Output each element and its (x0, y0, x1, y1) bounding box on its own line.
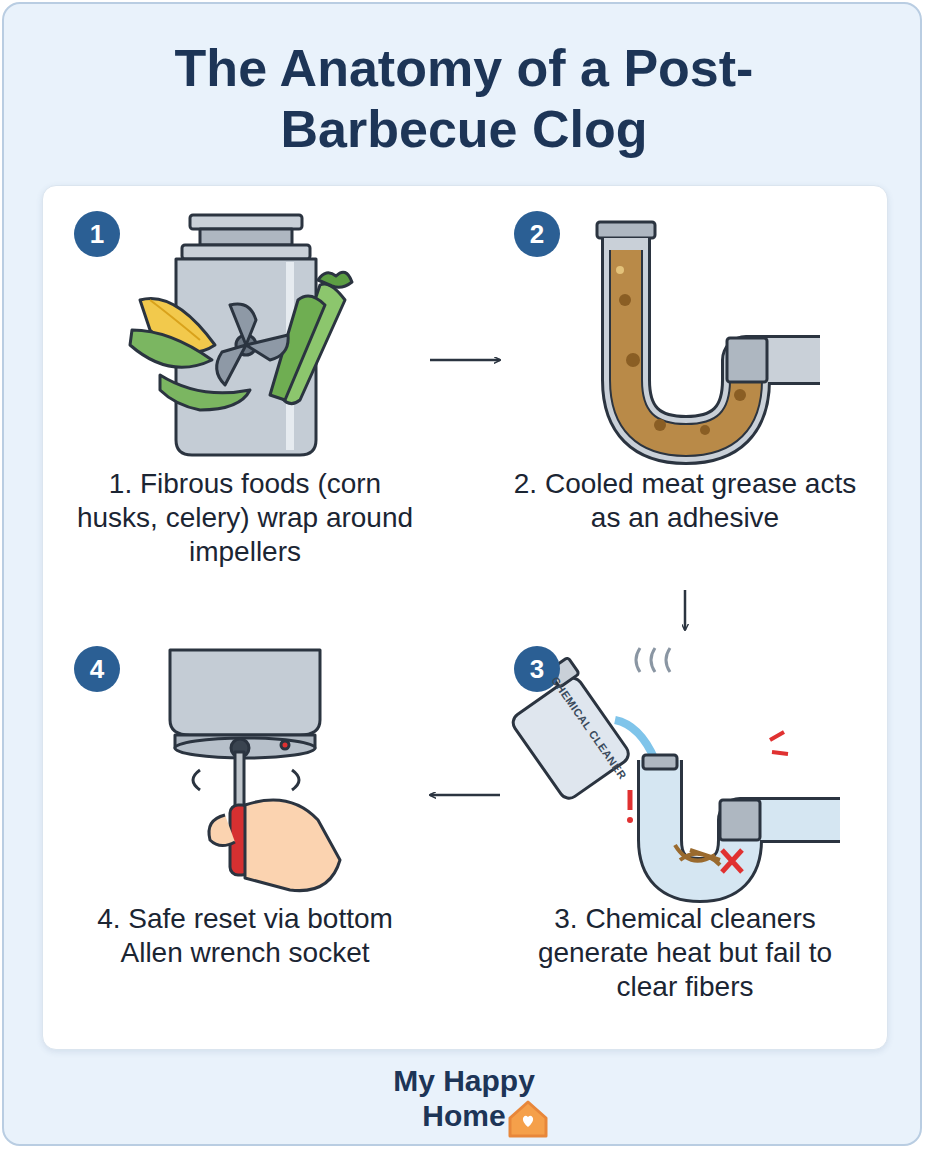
title: The Anatomy of a Post-Barbecue Clog (154, 38, 774, 161)
step-panel: 4. Safe reset via bottom Allen wrench so… (70, 640, 420, 1025)
step-caption: 2. Cooled meat grease acts as an adhesiv… (510, 467, 860, 535)
number-text: 3 (530, 654, 544, 685)
step-panel: 1. Fibrous foods (corn husks, celery) wr… (70, 205, 420, 580)
step-panel: 2. Cooled meat grease acts as an adhesiv… (510, 205, 860, 580)
step-caption: 1. Fibrous foods (corn husks, celery) wr… (70, 467, 420, 569)
callout-number: 2 (514, 211, 560, 257)
step-caption: 4. Safe reset via bottom Allen wrench so… (70, 902, 420, 970)
number-text: 1 (90, 219, 104, 250)
number-text: 2 (530, 219, 544, 250)
callout-number: 1 (74, 211, 120, 257)
flow-arrow (430, 794, 500, 797)
brand-caption: My Happy Home (384, 1064, 544, 1133)
flow-arrow (430, 359, 500, 362)
callout-number: 4 (74, 646, 120, 692)
flow-arrow (684, 590, 687, 630)
step-caption: 3. Chemical cleaners generate heat but f… (510, 902, 860, 1004)
number-text: 4 (90, 654, 104, 685)
